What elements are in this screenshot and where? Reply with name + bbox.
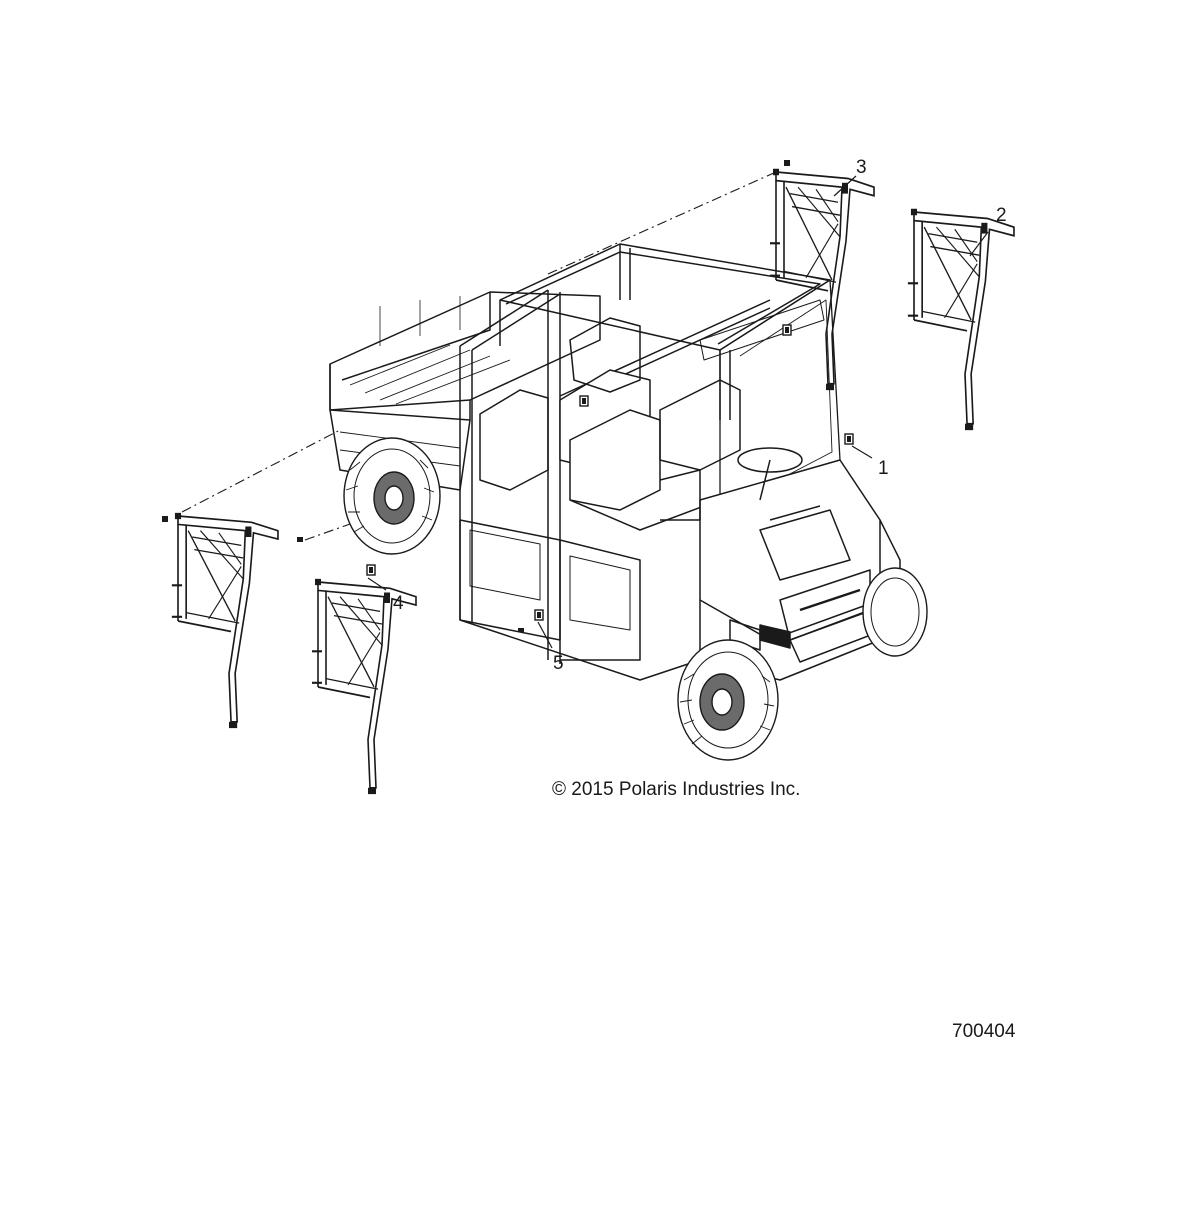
diagram-number: 700404: [952, 1021, 1016, 1042]
front-right-tire: [862, 567, 928, 657]
leader-lines: [367, 175, 989, 649]
net-clip-1-icon: [844, 433, 854, 445]
net-clip-upper-icon: [782, 324, 792, 336]
callout-2: 2: [996, 205, 1007, 226]
rear-tire: [343, 437, 441, 555]
front-left-tire: [677, 639, 779, 761]
tire-treads: [345, 459, 775, 745]
side-net-rear-left: [170, 511, 280, 730]
net-clip-5-icon: [534, 609, 544, 621]
assembly-lines: [181, 171, 777, 541]
callout-3: 3: [856, 157, 867, 178]
net-clip-4-icon: [366, 564, 376, 576]
side-net-rear-right: [768, 167, 876, 392]
callout-1: 1: [878, 458, 889, 479]
callout-5: 5: [553, 653, 564, 674]
utv-vehicle: [329, 243, 911, 681]
callout-4: 4: [393, 593, 404, 614]
side-net-front-right: [906, 207, 1016, 432]
hardware-markers: [162, 160, 790, 542]
copyright-notice: © 2015 Polaris Industries Inc.: [552, 779, 801, 800]
net-clip-extra-icon: [579, 395, 589, 407]
